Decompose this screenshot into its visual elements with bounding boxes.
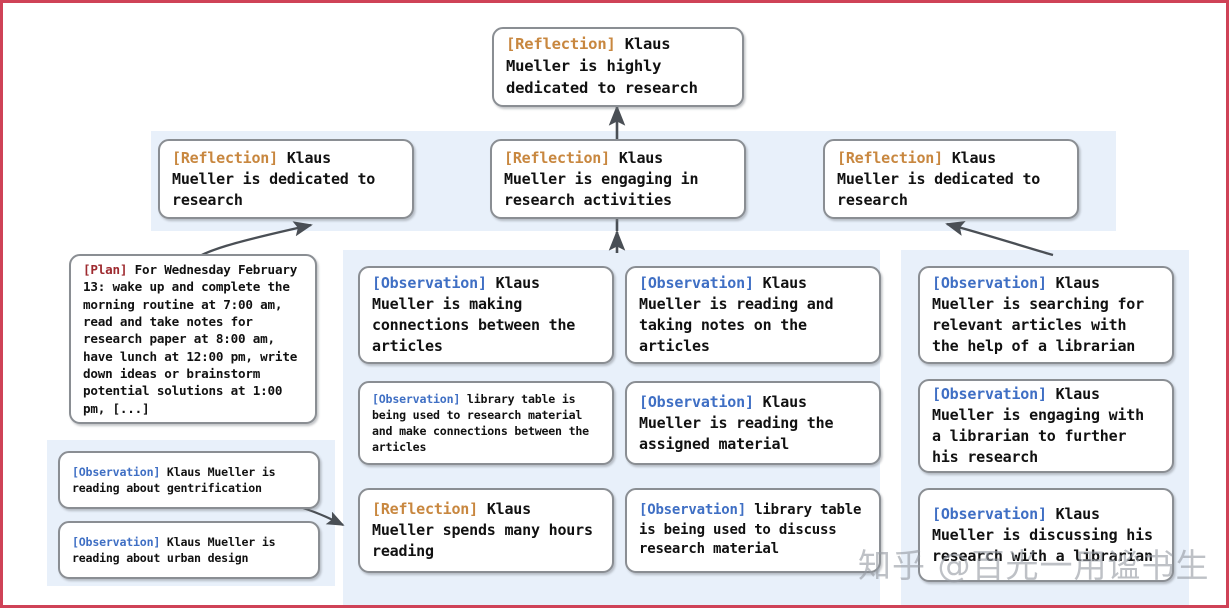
node-obs-connections-text: [Observation] Klaus Mueller is making co… (360, 273, 612, 357)
node-obs-searching-articles-text: [Observation] Klaus Mueller is searching… (920, 273, 1172, 357)
node-obs-gentrification[interactable]: [Observation] Klaus Mueller is reading a… (58, 451, 320, 509)
observation-tag: [Observation] (639, 274, 754, 292)
node-root-reflection-text: [Reflection] Klaus Mueller is highly ded… (494, 34, 742, 99)
node-reflection-hours-reading-text: [Reflection] Klaus Mueller spends many h… (360, 499, 612, 562)
node-reflection-center[interactable]: [Reflection] Klaus Mueller is engaging i… (490, 139, 746, 219)
node-obs-discussing-research-body: Klaus Mueller is discussing his research… (932, 504, 1153, 565)
plan-tag: [Plan] (83, 261, 128, 277)
observation-tag: [Observation] (372, 274, 487, 292)
node-obs-reading-notes-text: [Observation] Klaus Mueller is reading a… (627, 273, 879, 357)
node-obs-library-table-discuss-text: [Observation] library table is being use… (627, 501, 879, 560)
node-reflection-hours-reading[interactable]: [Reflection] Klaus Mueller spends many h… (358, 488, 614, 573)
reflection-tag: [Reflection] (506, 35, 616, 54)
reflection-tag: [Reflection] (172, 148, 278, 167)
observation-tag: [Observation] (932, 274, 1047, 292)
node-reflection-hours-reading-body: Klaus Mueller spends many hours reading (372, 500, 593, 560)
node-obs-engaging-librarian[interactable]: [Observation] Klaus Mueller is engaging … (918, 379, 1174, 473)
observation-tag: [Observation] (72, 534, 161, 549)
node-reflection-center-text: [Reflection] Klaus Mueller is engaging i… (492, 148, 744, 211)
node-plan-body: For Wednesday February 13: wake up and c… (83, 261, 298, 416)
node-obs-library-table-connections-text: [Observation] library table is being use… (360, 391, 612, 456)
node-reflection-left[interactable]: [Reflection] Klaus Mueller is dedicated … (158, 139, 414, 219)
node-plan-text: [Plan] For Wednesday February 13: wake u… (71, 261, 315, 417)
node-reflection-right[interactable]: [Reflection] Klaus Mueller is dedicated … (823, 139, 1079, 219)
node-root-reflection-body: Klaus Mueller is highly dedicated to res… (506, 35, 698, 97)
node-plan[interactable]: [Plan] For Wednesday February 13: wake u… (69, 254, 317, 424)
node-obs-urban-design[interactable]: [Observation] Klaus Mueller is reading a… (58, 521, 320, 579)
observation-tag: [Observation] (932, 504, 1047, 523)
node-obs-engaging-librarian-body: Klaus Mueller is engaging with a librari… (932, 385, 1144, 466)
node-obs-gentrification-text: [Observation] Klaus Mueller is reading a… (60, 464, 318, 496)
node-obs-reading-notes-body: Klaus Mueller is reading and taking note… (639, 274, 834, 355)
node-reflection-left-text: [Reflection] Klaus Mueller is dedicated … (160, 148, 412, 211)
observation-tag: [Observation] (72, 464, 161, 479)
node-obs-engaging-librarian-text: [Observation] Klaus Mueller is engaging … (920, 384, 1172, 468)
observation-tag: [Observation] (372, 391, 461, 406)
node-obs-connections[interactable]: [Observation] Klaus Mueller is making co… (358, 266, 614, 364)
node-root-reflection[interactable]: [Reflection] Klaus Mueller is highly ded… (492, 27, 744, 107)
node-obs-searching-articles[interactable]: [Observation] Klaus Mueller is searching… (918, 266, 1174, 364)
node-obs-library-table-discuss-body: library table is being used to discuss r… (639, 502, 862, 558)
reflection-tag: [Reflection] (837, 148, 943, 167)
node-reflection-center-body: Klaus Mueller is engaging in research ac… (504, 148, 699, 209)
node-reflection-right-text: [Reflection] Klaus Mueller is dedicated … (825, 148, 1077, 211)
node-obs-gentrification-body: Klaus Mueller is reading about gentrific… (72, 464, 276, 495)
node-obs-searching-articles-body: Klaus Mueller is searching for relevant … (932, 274, 1144, 355)
reflection-tag: [Reflection] (372, 500, 478, 518)
node-obs-connections-body: Klaus Mueller is making connections betw… (372, 274, 576, 355)
node-obs-discussing-research[interactable]: [Observation] Klaus Mueller is discussin… (918, 488, 1174, 582)
node-reflection-right-body: Klaus Mueller is dedicated to research (837, 148, 1041, 209)
node-obs-library-table-discuss[interactable]: [Observation] library table is being use… (625, 488, 881, 573)
node-reflection-left-body: Klaus Mueller is dedicated to research (172, 148, 376, 209)
reflection-tag: [Reflection] (504, 148, 610, 167)
node-obs-assigned-material-body: Klaus Mueller is reading the assigned ma… (639, 392, 834, 453)
node-obs-library-table-connections-body: library table is being used to research … (372, 391, 589, 455)
node-obs-discussing-research-text: [Observation] Klaus Mueller is discussin… (920, 504, 1172, 567)
node-obs-assigned-material-text: [Observation] Klaus Mueller is reading t… (627, 392, 879, 455)
observation-tag: [Observation] (639, 502, 746, 519)
node-obs-library-table-connections[interactable]: [Observation] library table is being use… (358, 381, 614, 465)
observation-tag: [Observation] (932, 385, 1047, 403)
node-obs-urban-design-text: [Observation] Klaus Mueller is reading a… (60, 534, 318, 566)
observation-tag: [Observation] (639, 392, 754, 411)
node-obs-assigned-material[interactable]: [Observation] Klaus Mueller is reading t… (625, 381, 881, 465)
node-obs-urban-design-body: Klaus Mueller is reading about urban des… (72, 534, 276, 565)
node-obs-reading-notes[interactable]: [Observation] Klaus Mueller is reading a… (625, 266, 881, 364)
